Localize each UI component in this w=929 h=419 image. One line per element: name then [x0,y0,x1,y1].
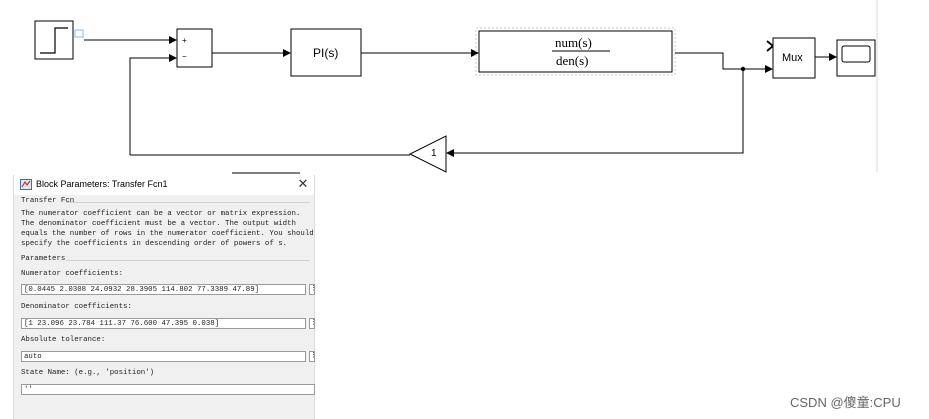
tolerance-input[interactable]: auto [21,351,306,362]
gain-block[interactable] [408,135,447,173]
numerator-label: Numerator coefficients: [21,270,124,278]
tolerance-more-button[interactable]: ⋮ [309,351,317,362]
signal-branch-to-gain [446,69,744,157]
params-divider [66,260,310,261]
description-line: The numerator coefficient can be a vecto… [21,210,301,218]
pi-label: PI(s) [313,46,339,60]
dialog-title: Block Parameters: Transfer Fcn1 [36,179,168,189]
mux-input-chevron-icon [766,40,775,52]
simulink-block-icon [20,179,32,190]
gain-label: 1 [431,148,437,159]
signal-feedback-to-sum [129,54,177,155]
tf-denominator-label: den(s) [556,53,589,68]
step-port-icon [74,29,84,38]
numerator-more-button[interactable]: ⋮ [309,284,317,295]
dialog-description: The numerator coefficient can be a vecto… [21,209,314,249]
sum-block[interactable] [176,28,213,68]
sum-plus-sign: + [182,36,187,45]
tolerance-label: Absolute tolerance: [21,336,106,344]
signal-tf-to-mux [675,52,773,73]
scope-block[interactable] [836,39,876,77]
pi-block[interactable] [290,28,362,77]
denominator-more-button[interactable]: ⋮ [309,318,317,329]
sum-minus-sign: − [182,52,187,61]
description-line: equals the number of rows in the numerat… [21,230,314,238]
state-name-label: State Name: (e.g., 'position') [21,369,155,377]
close-icon[interactable]: ✕ [297,176,309,191]
transfer-fcn-group-title: Transfer Fcn [21,197,75,205]
mux-block[interactable] [772,37,816,79]
state-name-input[interactable]: '' [21,384,315,395]
parameters-group-title: Parameters [21,255,66,263]
transfer-fcn-block[interactable] [475,27,676,76]
step-block[interactable] [34,20,84,60]
mux-label: Mux [782,52,803,64]
tf-numerator-label: num(s) [555,35,592,50]
group-divider [66,202,310,203]
denominator-input[interactable]: [1 23.096 23.784 111.37 76.600 47.395 0.… [21,318,306,329]
description-line: specify the coefficients in descending o… [21,240,288,248]
numerator-input[interactable]: [0.0445 2.0308 24.0932 28.3905 114.802 7… [21,284,306,295]
dialog-titlebar[interactable]: Block Parameters: Transfer Fcn1 ✕ [14,175,314,195]
scope-screen-icon [841,45,871,63]
denominator-label: Denominator coefficients: [21,303,132,311]
description-line: The denominator coefficient must be a ve… [21,220,296,228]
watermark: CSDN @傻童:CPU [790,395,901,410]
block-parameters-dialog: Block Parameters: Transfer Fcn1 ✕ Transf… [13,175,317,419]
